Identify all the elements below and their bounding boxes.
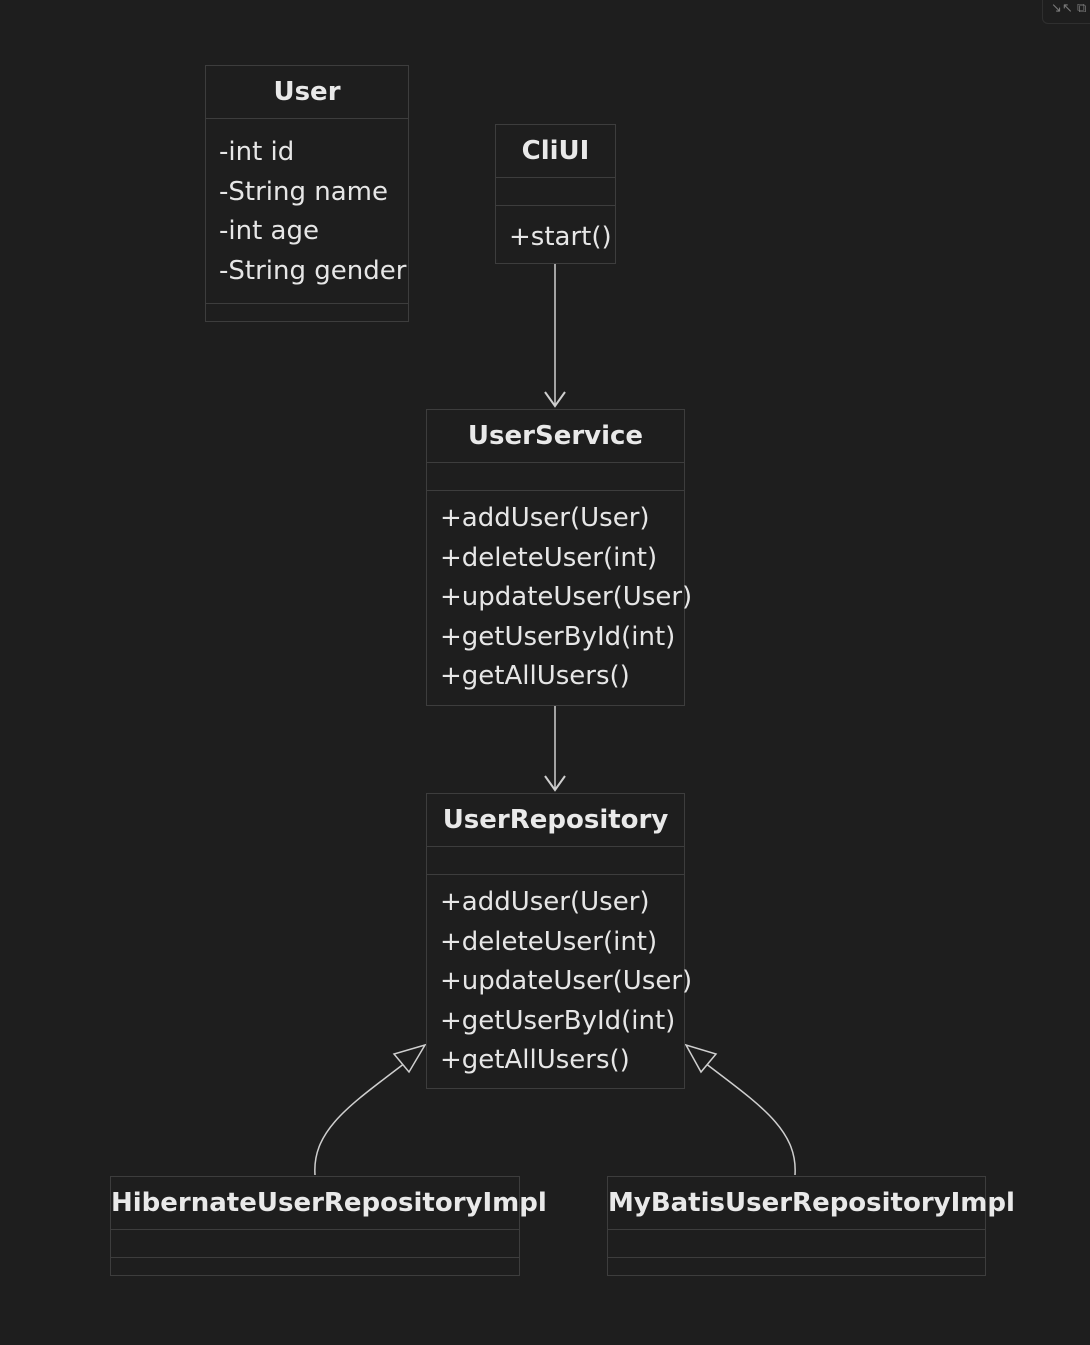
class-user-fields: -int id -String name -int age -String ge… bbox=[206, 119, 408, 304]
method: +updateUser(User) bbox=[440, 966, 693, 996]
copy-icon[interactable]: ⧉ bbox=[1077, 1, 1087, 16]
class-userservice-fields bbox=[427, 463, 684, 491]
method: +start() bbox=[509, 222, 612, 252]
method: +getUserById(int) bbox=[440, 621, 676, 652]
class-mybatis-fields bbox=[608, 1230, 985, 1258]
edge-cliui-userservice bbox=[544, 264, 566, 408]
method: +getAllUsers() bbox=[440, 661, 630, 691]
class-name-hibernate-impl: HibernateUserRepositoryImpl bbox=[111, 1177, 547, 1230]
class-userservice-methods: +addUser(User) +deleteUser(int) +updateU… bbox=[427, 491, 693, 705]
class-name-userservice: UserService bbox=[427, 410, 684, 463]
field: -String name bbox=[219, 176, 388, 207]
class-userrepository-methods: +addUser(User) +deleteUser(int) +updateU… bbox=[427, 875, 693, 1089]
class-cliui-fields bbox=[496, 178, 615, 206]
class-mybatis-methods bbox=[608, 1258, 985, 1275]
class-name-userrepository: UserRepository bbox=[427, 794, 684, 847]
method: +deleteUser(int) bbox=[440, 542, 658, 573]
class-user: User -int id -String name -int age -Stri… bbox=[205, 65, 409, 322]
edge-hibernate-userrepository bbox=[314, 1043, 427, 1176]
method: +updateUser(User) bbox=[440, 582, 693, 612]
class-userservice: UserService +addUser(User) +deleteUser(i… bbox=[426, 409, 693, 706]
method: +addUser(User) bbox=[440, 887, 650, 917]
class-userrepository: UserRepository +addUser(User) +deleteUse… bbox=[426, 793, 693, 1089]
edge-userservice-userrepository bbox=[544, 706, 566, 792]
method: +getUserById(int) bbox=[440, 1005, 676, 1036]
field: -int id bbox=[219, 137, 295, 167]
edge-mybatis-userrepository bbox=[684, 1043, 796, 1176]
class-mybatis-impl: MyBatisUserRepositoryImpl bbox=[607, 1176, 1015, 1276]
class-name-mybatis-impl: MyBatisUserRepositoryImpl bbox=[608, 1177, 1015, 1230]
class-cliui: CliUI +start() bbox=[495, 124, 616, 264]
method: +deleteUser(int) bbox=[440, 926, 658, 957]
collapse-icon[interactable]: ↘↖ bbox=[1051, 1, 1073, 16]
method: +getAllUsers() bbox=[440, 1045, 630, 1075]
class-hibernate-impl: HibernateUserRepositoryImpl bbox=[110, 1176, 547, 1276]
class-name-user: User bbox=[206, 66, 408, 119]
class-hibernate-fields bbox=[111, 1230, 519, 1258]
diagram-toolbar: ↘↖ ⧉ bbox=[1042, 0, 1090, 24]
field: -String gender bbox=[219, 255, 407, 286]
class-userrepository-fields bbox=[427, 847, 684, 875]
field: -int age bbox=[219, 216, 319, 246]
class-cliui-methods: +start() bbox=[496, 206, 615, 266]
class-name-cliui: CliUI bbox=[496, 125, 615, 178]
class-hibernate-methods bbox=[111, 1258, 519, 1275]
class-user-methods bbox=[206, 304, 408, 321]
method: +addUser(User) bbox=[440, 503, 650, 533]
